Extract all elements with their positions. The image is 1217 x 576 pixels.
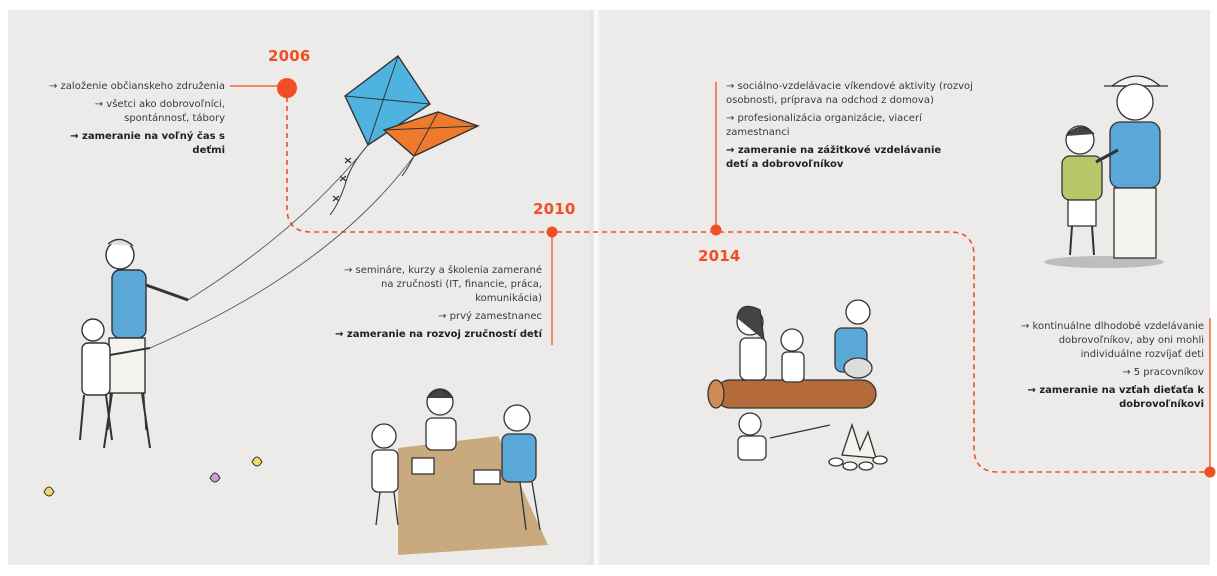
right-page [597,10,1210,565]
milestone-latest-item-2: → 5 pracovníkov [1122,367,1204,378]
year-label-2010: 2010 [533,200,576,218]
milestone-2010-focus: → zameranie na rozvoj zručností detí [335,329,542,340]
milestone-2006-focus: → zameranie na voľný čas s deťmi [70,131,225,156]
milestone-dot-latest [1204,466,1216,478]
milestone-2006-text: → založenie občianskeho združenia → všet… [40,80,225,162]
year-label-2006: 2006 [268,47,311,65]
father-son-kite-illustration [79,238,189,449]
kites-illustration [149,54,480,349]
book-gutter [588,10,602,565]
campfire-illustration [707,299,888,471]
milestone-2010-item-1: → semináre, kurzy a školenia zamerané na… [343,265,542,304]
milestone-dot-2014 [710,224,722,236]
milestone-dot-2010 [546,226,558,238]
small-bird-shapes [43,456,263,497]
seminar-table-illustration [371,388,548,555]
milestone-2014-focus: → zameranie na zážitkové vzdelávanie det… [726,145,942,170]
milestone-latest-text: → kontinuálne dlhodobé vzdelávanie dobro… [1010,320,1204,416]
milestone-2014-text: → sociálno-vzdelávacie víkendové aktivit… [726,80,984,176]
milestone-2014-item-2: → profesionalizácia organizácie, viacerí… [726,113,922,138]
milestone-dot-2006 [277,78,297,98]
milestone-2014-item-1: → sociálno-vzdelávacie víkendové aktivit… [726,81,973,106]
timeline-path [286,88,1212,473]
milestone-latest-item-1: → kontinuálne dlhodobé vzdelávanie dobro… [1020,321,1204,360]
man-boy-illustration [1044,75,1168,268]
milestone-latest-focus: → zameranie na vzťah dieťaťa k dobrovoľn… [1027,385,1205,410]
milestone-2006-item-2: → všetci ako dobrovoľníci, spontánnosť, … [94,99,225,124]
milestone-2010-item-2: → prvý zamestnanec [438,311,542,322]
year-label-2014: 2014 [698,247,741,265]
milestone-2006-item-1: → založenie občianskeho združenia [48,81,225,92]
milestone-2010-text: → semináre, kurzy a školenia zamerané na… [334,264,542,346]
